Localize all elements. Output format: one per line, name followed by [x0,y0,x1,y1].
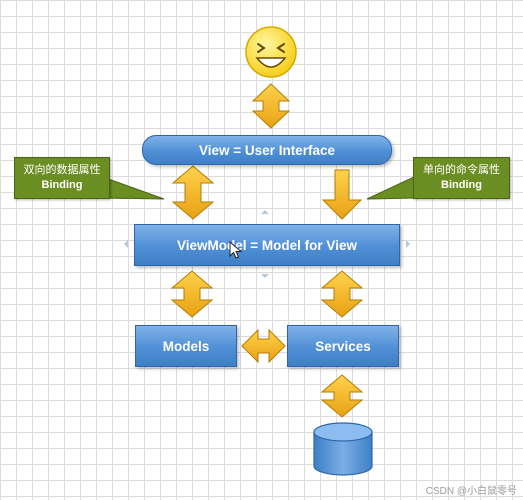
view-box[interactable]: View = User Interface [142,135,392,165]
smiley-face-icon [245,26,297,78]
selection-handles [124,210,410,278]
arrow-models-services [241,328,286,364]
left-callout-box: 双向的数据属性 Binding [14,157,110,199]
mouse-cursor-icon [229,241,243,259]
database-cylinder-icon [313,422,373,476]
viewmodel-box[interactable]: ViewModel = Model for View [134,224,400,266]
left-callout-line2: Binding [41,179,83,191]
arrow-viewmodel-services [320,270,364,318]
services-box[interactable]: Services [287,325,399,367]
watermark: CSDN @小白鼠零号 [425,486,517,497]
viewmodel-label: ViewModel = Model for View [177,237,357,253]
right-callout-box: 单向的命令属性 Binding [413,157,510,199]
arrow-face-view [251,83,291,129]
arrow-services-database [320,374,364,418]
models-label: Models [162,338,210,354]
models-box[interactable]: Models [135,325,237,367]
right-callout-line2: Binding [441,179,482,191]
arrow-view-viewmodel-one-way [321,169,363,220]
right-callout-pointer [366,175,417,200]
right-callout-line1: 单向的命令属性 [423,164,500,176]
services-label: Services [315,338,371,354]
left-callout-line1: 双向的数据属性 [23,164,101,176]
arrow-viewmodel-models [170,270,214,318]
arrow-view-viewmodel-two-way [171,165,215,220]
view-label: View = User Interface [199,142,335,158]
